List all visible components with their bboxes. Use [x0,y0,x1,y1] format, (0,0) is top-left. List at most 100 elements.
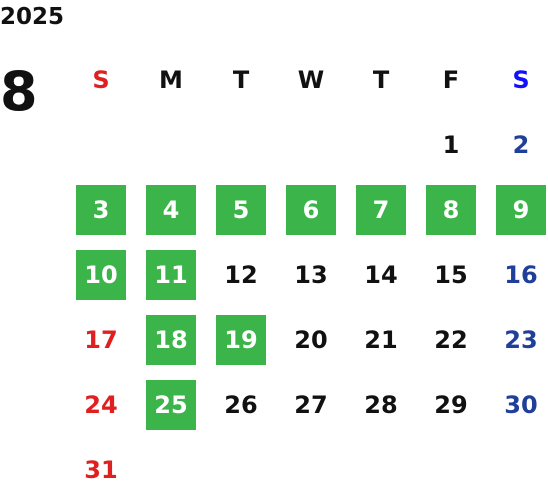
day-number: 30 [504,391,538,419]
day-number: 10 [76,250,126,300]
day-number [426,445,476,495]
day-cell: 30 [488,370,548,435]
weekday-header-mon: M [138,45,208,110]
day-cell: 24 [68,370,138,435]
weekday-header-sun: S [68,45,138,110]
weekday-header-fri: F [418,45,488,110]
day-number [76,120,126,170]
day-number [216,445,266,495]
day-number: 8 [426,185,476,235]
day-number: 3 [76,185,126,235]
day-cell [278,435,348,500]
day-cell: 17 [68,305,138,370]
weekday-label: T [232,66,250,94]
day-cell: 10 [68,240,138,305]
day-cell: 23 [488,305,548,370]
day-number [216,120,266,170]
day-cell: 29 [418,370,488,435]
weekday-header-tue: T [208,45,278,110]
weekday-header-thu: T [348,45,418,110]
weekday-header-sat: S [488,45,548,110]
day-cell: 27 [278,370,348,435]
day-cell [418,435,488,500]
day-number [286,445,336,495]
day-number: 23 [504,326,538,354]
day-cell: 18 [138,305,208,370]
day-cell: 6 [278,175,348,240]
day-cell: 7 [348,175,418,240]
day-cell: 31 [68,435,138,500]
day-cell: 25 [138,370,208,435]
day-cell: 13 [278,240,348,305]
day-number: 18 [146,315,196,365]
day-number: 12 [224,261,258,289]
day-number: 14 [364,261,398,289]
day-number: 2 [512,131,530,159]
year-label: 2025 [0,4,65,30]
weekday-label: W [297,66,325,94]
day-number [356,120,406,170]
day-cell: 26 [208,370,278,435]
day-cell [138,435,208,500]
day-cell: 14 [348,240,418,305]
weekday-label: M [159,66,183,94]
day-cell: 15 [418,240,488,305]
day-cell: 16 [488,240,548,305]
day-number: 24 [84,391,118,419]
day-number: 19 [216,315,266,365]
weekday-label: S [92,66,110,94]
day-cell: 28 [348,370,418,435]
day-number: 11 [146,250,196,300]
month-label: 8 [0,60,38,123]
day-cell: 4 [138,175,208,240]
day-cell: 2 [488,110,548,175]
day-number [146,120,196,170]
day-number [496,445,546,495]
day-cell: 11 [138,240,208,305]
day-number: 4 [146,185,196,235]
day-number: 15 [434,261,468,289]
day-number [146,445,196,495]
day-number: 13 [294,261,328,289]
day-number: 1 [442,131,460,159]
day-number: 21 [364,326,398,354]
day-cell [278,110,348,175]
day-number: 6 [286,185,336,235]
day-number: 22 [434,326,468,354]
weekday-label: F [442,66,460,94]
day-number: 31 [84,456,118,484]
day-cell: 20 [278,305,348,370]
day-cell: 9 [488,175,548,240]
day-number: 26 [224,391,258,419]
day-cell: 21 [348,305,418,370]
day-number [356,445,406,495]
day-number: 5 [216,185,266,235]
day-cell: 3 [68,175,138,240]
day-number [286,120,336,170]
day-number: 28 [364,391,398,419]
day-number: 27 [294,391,328,419]
day-cell: 8 [418,175,488,240]
day-number: 9 [496,185,546,235]
day-number: 17 [84,326,118,354]
day-cell: 22 [418,305,488,370]
day-number: 25 [146,380,196,430]
day-cell [138,110,208,175]
calendar-grid: S M T W T F S 1 2 3 4 5 6 7 8 9 10 11 12… [68,45,548,500]
day-cell: 5 [208,175,278,240]
weekday-header-wed: W [278,45,348,110]
day-cell [208,110,278,175]
day-cell [68,110,138,175]
day-number: 7 [356,185,406,235]
day-cell: 19 [208,305,278,370]
day-cell: 12 [208,240,278,305]
weekday-label: T [372,66,390,94]
day-number: 20 [294,326,328,354]
day-cell: 1 [418,110,488,175]
day-cell [348,110,418,175]
day-cell [208,435,278,500]
day-cell [348,435,418,500]
weekday-label: S [512,66,530,94]
day-number: 29 [434,391,468,419]
day-number: 16 [504,261,538,289]
